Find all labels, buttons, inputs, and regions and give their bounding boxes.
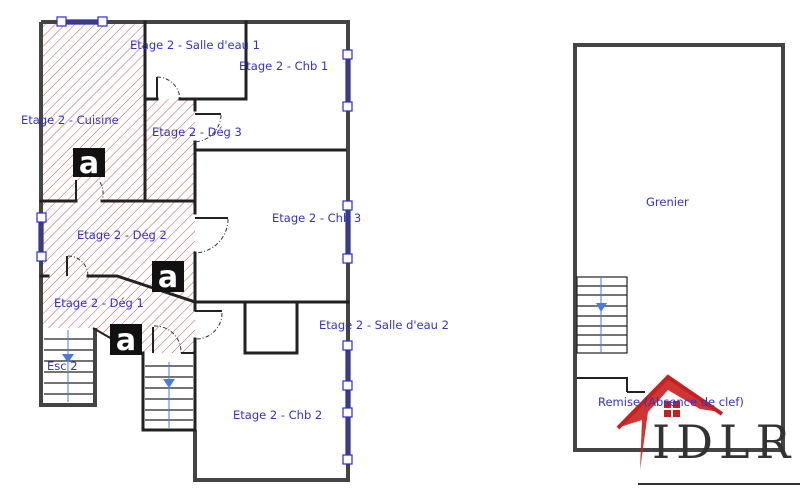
- accessibility-markers: a a a: [73, 146, 184, 358]
- logo-text: IDLR: [652, 415, 796, 469]
- svg-text:a: a: [79, 146, 99, 181]
- room-label-chb-3: Etage 2 - Chb 3: [272, 211, 361, 225]
- room-label-remise: Remise (Absence de clef): [598, 395, 744, 409]
- stair-esc-2: [44, 330, 93, 402]
- room-label-grenier: Grenier: [646, 195, 689, 209]
- stair-arrow-icon: [62, 354, 74, 363]
- room-label-esc-2: Esc 2: [47, 359, 78, 373]
- room-label-chb-2: Etage 2 - Chb 2: [233, 408, 322, 422]
- marker-a-icon: a: [110, 323, 142, 358]
- marker-a-icon: a: [152, 260, 184, 295]
- svg-text:a: a: [158, 260, 178, 295]
- room-labels-left: Etage 2 - Salle d'eau 1 Etage 2 - Chb 1 …: [21, 38, 449, 422]
- room-label-deg-2: Etage 2 - Dég 2: [77, 228, 167, 242]
- marker-a-icon: a: [73, 146, 105, 181]
- room-label-salle-eau-2: Etage 2 - Salle d'eau 2: [319, 318, 449, 332]
- idlr-logo: IDLR: [616, 374, 800, 485]
- stair-second: [145, 362, 193, 428]
- right-plan: Grenier: [573, 43, 785, 452]
- room-label-deg-1: Etage 2 - Dég 1: [54, 296, 144, 310]
- room-label-chb-1: Etage 2 - Chb 1: [239, 59, 328, 73]
- stair-grenier: [576, 276, 628, 354]
- room-label-salle-eau-1: Etage 2 - Salle d'eau 1: [130, 38, 260, 52]
- stair-arrow-icon: [163, 379, 175, 388]
- stair-arrow-icon: [596, 303, 607, 312]
- svg-text:a: a: [116, 323, 136, 358]
- room-label-deg-3: Etage 2 - Dég 3: [152, 125, 242, 139]
- windows: [36, 16, 353, 465]
- doors: [66, 76, 229, 354]
- room-label-cuisine: Etage 2 - Cuisine: [21, 113, 119, 127]
